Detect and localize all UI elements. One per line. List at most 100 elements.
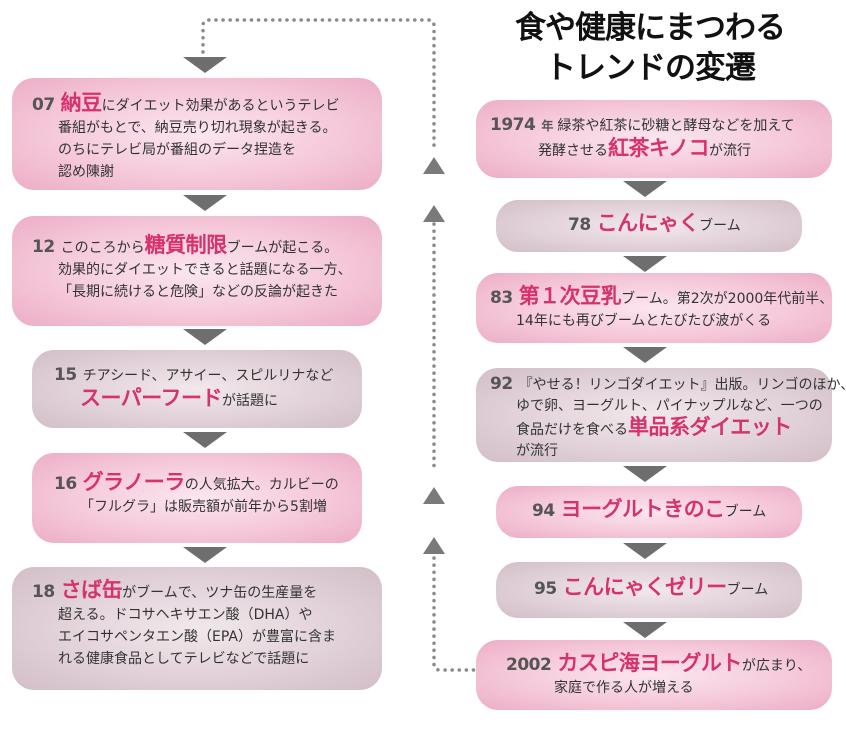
title-line-2: トレンドの変遷: [545, 50, 756, 86]
card-text: がブームで、ツナ缶の生産量を: [122, 585, 318, 601]
year-suffix: 年: [541, 119, 554, 133]
highlight-term: グラノーラ: [82, 470, 186, 494]
card-text: が話題に: [222, 393, 279, 409]
card-line: が流行: [490, 441, 822, 462]
card-text: 超える。ドコサヘキサエン酸（DHA）や: [58, 607, 313, 623]
year-label: 2002: [506, 655, 552, 675]
card-text: 家庭で作る人が増える: [554, 680, 694, 696]
card-text: ブーム: [724, 504, 767, 520]
year-label: 95: [534, 579, 557, 599]
down-arrow-icon: [623, 181, 667, 197]
card-text: 『やせる！リンゴダイエット』出版。リンゴのほか、: [518, 377, 846, 393]
year-label: 12: [32, 237, 55, 257]
card-text: にダイエット効果があるというテレビ: [101, 98, 340, 114]
year-label: 18: [32, 582, 55, 602]
card-text: 発酵させる: [538, 143, 608, 159]
down-arrow-icon: [623, 466, 667, 482]
card-text: の人気拡大。カルビーの: [184, 477, 339, 493]
card-text: が流行: [709, 143, 752, 159]
highlight-term: 納豆: [60, 91, 103, 115]
card-text: 食品だけを食べる: [516, 422, 628, 438]
year-label: 16: [54, 474, 77, 494]
card-text: ゆで卵、ヨーグルト、パイナップルなど、一つの: [516, 398, 823, 414]
card-text: エイコサペンタエン酸（EPA）が豊富に含ま: [58, 629, 336, 645]
down-arrow-icon: [183, 432, 227, 448]
card-line: 15 チアシード、アサイー、スピルリナなど: [54, 364, 352, 387]
card-line: 「長期に続けると危険」などの反論が起きた: [32, 281, 370, 303]
highlight-term: こんにゃく: [596, 211, 700, 235]
card-line: 認め陳謝: [32, 161, 370, 183]
year-label: 15: [54, 365, 77, 385]
down-arrow-icon: [183, 547, 227, 563]
down-arrow-icon: [623, 347, 667, 363]
card-text: チアシード、アサイー、スピルリナなど: [82, 368, 334, 384]
down-arrow-icon: [623, 622, 667, 638]
up-arrow-icon: [423, 205, 445, 222]
page-title: 食や健康にまつわる トレンドの変遷: [478, 8, 822, 88]
card-line: 発酵させる紅茶キノコが流行: [490, 137, 822, 162]
down-arrow-icon: [623, 543, 667, 559]
highlight-term: スーパーフード: [80, 386, 223, 410]
year-label: 78: [568, 215, 591, 235]
highlight-term: 紅茶キノコ: [608, 136, 710, 160]
highlight-term: こんにゃくゼリー: [562, 575, 728, 599]
card-line: ゆで卵、ヨーグルト、パイナップルなど、一つの: [490, 396, 823, 417]
card-text: が広まり、: [741, 658, 812, 674]
card-text: ブーム: [699, 218, 741, 234]
card-text: れる健康食品としてテレビなどで話題に: [58, 651, 310, 667]
card-text: ブームが起こる。: [226, 240, 339, 256]
card-text: 緑茶や紅茶に砂糖と酵母などを加えて: [557, 118, 795, 134]
card-text: のちにテレビ局が番組のデータ捏造を: [58, 142, 296, 158]
card-text: が流行: [516, 443, 558, 459]
card-line: 食品だけを食べる単品系ダイエット: [490, 417, 822, 441]
card-text: ブーム。第2次が2000年代前半、: [621, 291, 834, 307]
highlight-term: ヨーグルトきのこ: [560, 497, 726, 521]
highlight-term: さば缶: [60, 578, 123, 602]
highlight-term: 糖質制限: [144, 233, 228, 257]
up-arrow-icon: [423, 157, 445, 174]
down-arrow-icon: [183, 195, 227, 211]
card-line: 14年にも再びブームとたびたび波がくる: [490, 310, 822, 332]
card-line: れる健康食品としてテレビなどで話題に: [32, 648, 370, 670]
highlight-term: 単品系ダイエット: [628, 415, 792, 439]
card-text: 番組がもとで、納豆売り切れ現象が起きる。: [58, 120, 337, 136]
highlight-term: 第１次豆乳: [518, 284, 622, 308]
card-line: 効果的にダイエットできると話題になる一方、: [32, 259, 370, 281]
year-label: 07: [32, 95, 55, 115]
card-text: ブーム: [726, 582, 769, 598]
up-arrow-icon: [423, 537, 445, 554]
card-line: 92『やせる！リンゴダイエット』出版。リンゴのほか、: [490, 374, 846, 396]
card-line: 「フルグラ」は販売額が前年から5割増: [54, 496, 352, 518]
card-text: 「フルグラ」は販売額が前年から5割増: [80, 499, 327, 515]
card-text: 効果的にダイエットできると話題になる一方、: [58, 262, 352, 278]
up-arrow-icon: [423, 487, 445, 504]
down-arrow-icon: [623, 256, 667, 272]
card-line: のちにテレビ局が番組のデータ捏造を: [32, 139, 370, 161]
down-arrow-icon: [183, 329, 227, 345]
card-line: 家庭で作る人が増える: [506, 677, 822, 699]
card-line: スーパーフードが話題に: [54, 387, 352, 412]
card-line: 番組がもとで、納豆売り切れ現象が起きる。: [32, 117, 370, 139]
trend-card: 15 チアシード、アサイー、スピルリナなどスーパーフードが話題に: [32, 350, 362, 428]
trend-card: 92『やせる！リンゴダイエット』出版。リンゴのほか、ゆで卵、ヨーグルト、パイナッ…: [476, 368, 846, 462]
card-text: 「長期に続けると危険」などの反論が起きた: [58, 284, 338, 300]
highlight-term: カスピ海ヨーグルト: [557, 651, 742, 675]
